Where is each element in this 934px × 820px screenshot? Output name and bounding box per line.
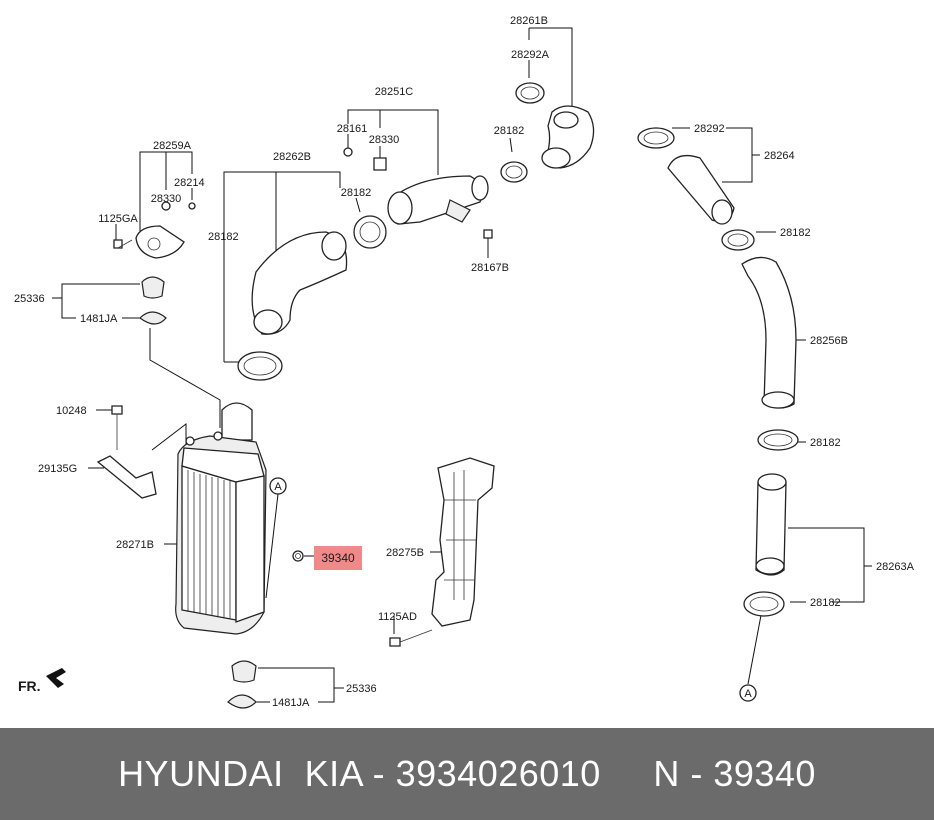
label-28182-top: 28182 [494,125,525,137]
label-28182-right-top: 28182 [780,227,811,239]
label-28262B: 28262B [273,151,311,163]
highlight-39340 [314,546,362,570]
footer-part-number-text: HYUNDAI KIA - 3934026010 N - 39340 [118,753,816,794]
label-28161: 28161 [337,123,368,135]
label-28182-upper-mid: 28182 [341,187,372,199]
label-29135G: 29135G [38,463,77,475]
label-39340: 39340 [321,551,355,565]
label-28214: 28214 [174,177,205,189]
label-28261B: 28261B [510,15,548,27]
label-28259A: 28259A [153,140,192,152]
label-1481JA-top: 1481JA [80,313,118,325]
label-28182-left: 28182 [208,231,239,243]
label-28256B: 28256B [810,335,848,347]
label-1125AD: 1125AD [378,611,417,623]
label-28251C: 28251C [375,86,414,98]
label-28167B: 28167B [471,262,509,274]
label-28182-right-mid: 28182 [810,437,841,449]
balloon-a-left [269,477,287,495]
label-28271B: 28271B [116,539,154,551]
label-28275B: 28275B [386,547,424,559]
intercooler-hose-diagram: 28261B 28292A 28251C 28161 28330 28182 2… [14,15,915,709]
part-number-footer: HYUNDAI KIA - 3934026010 N - 39340 [0,728,934,820]
label-fr: FR. [18,678,41,694]
label-a-right: A [744,688,752,700]
callout-labels: 28261B 28292A 28251C 28161 28330 28182 2… [14,15,915,709]
label-1481JA-bottom: 1481JA [272,697,310,709]
label-28182-right-bottom: 28182 [810,597,841,609]
label-28292A: 28292A [511,49,550,61]
label-10248: 10248 [56,405,87,417]
label-1125GA: 1125GA [98,213,138,225]
balloon-a-right [739,684,757,702]
label-28330-top: 28330 [369,134,400,146]
label-28263A: 28263A [876,561,915,573]
label-a-left: A [274,481,282,493]
label-28292: 28292 [694,123,725,135]
label-28264: 28264 [764,150,795,162]
part-shapes [46,82,799,709]
label-28330-left: 28330 [151,193,182,205]
leader-lines [52,27,872,703]
label-25336-bottom: 25336 [346,683,377,695]
label-25336-top: 25336 [14,293,45,305]
